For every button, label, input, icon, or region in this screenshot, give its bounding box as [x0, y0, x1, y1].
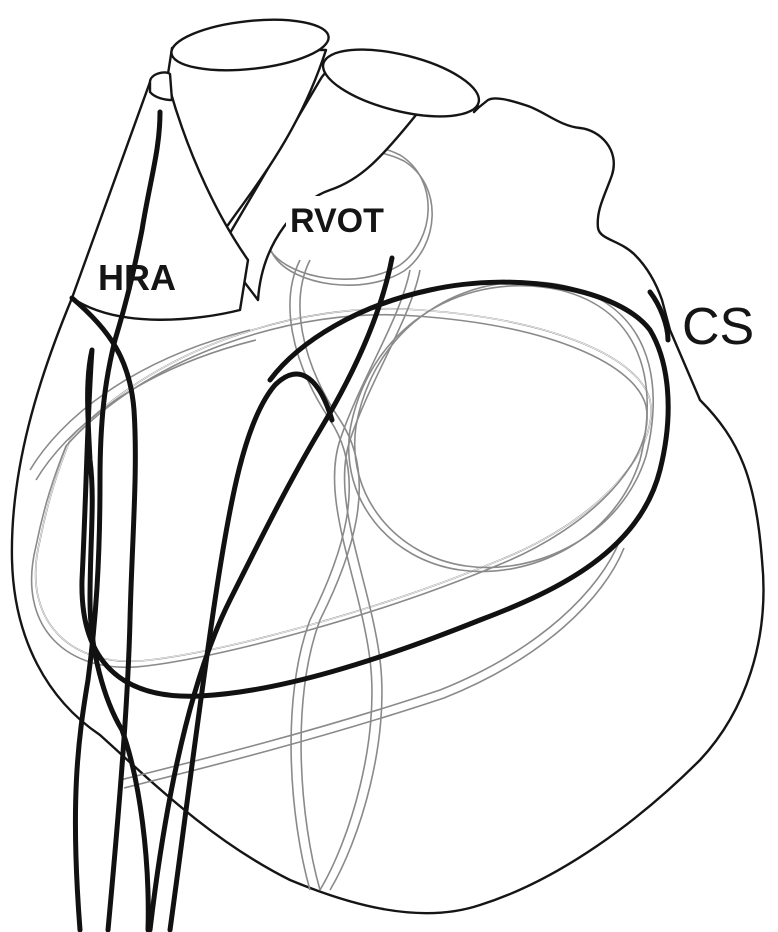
rvot-catheter: [150, 258, 392, 930]
cs-label: CS: [682, 298, 754, 356]
septum-loop-2: [320, 270, 410, 890]
rv-catheter: [170, 374, 332, 930]
hra-label: HRA: [98, 257, 176, 298]
mitral-ring: [349, 286, 647, 572]
rvot-label: RVOT: [290, 202, 384, 240]
